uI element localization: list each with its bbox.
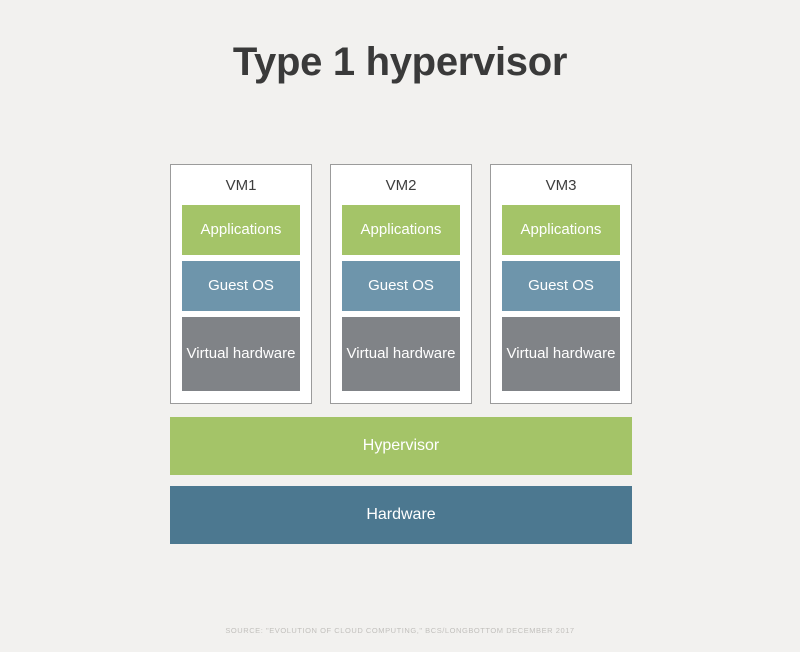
- vm-card-vm3: VM3 Applications Guest OS Virtual hardwa…: [490, 164, 632, 404]
- source-attribution: SOURCE: "EVOLUTION OF CLOUD COMPUTING," …: [225, 626, 575, 635]
- vm-card-vm2: VM2 Applications Guest OS Virtual hardwa…: [330, 164, 472, 404]
- layer-guest-os: Guest OS: [182, 260, 300, 311]
- layer-guest-os: Guest OS: [342, 260, 460, 311]
- layer-guest-os: Guest OS: [502, 260, 620, 311]
- page-title: Type 1 hypervisor: [232, 40, 568, 84]
- vm-card-vm1: VM1 Applications Guest OS Virtual hardwa…: [170, 164, 312, 404]
- vm-card-title: VM2: [385, 177, 417, 194]
- layer-applications: Applications: [342, 204, 460, 255]
- layer-applications: Applications: [502, 204, 620, 255]
- layer-virtual-hardware: Virtual hardware: [182, 316, 300, 391]
- layer-applications: Applications: [182, 204, 300, 255]
- layer-hardware: Hardware: [170, 485, 632, 544]
- vm-row: VM1 Applications Guest OS Virtual hardwa…: [170, 164, 632, 404]
- layer-virtual-hardware: Virtual hardware: [502, 316, 620, 391]
- vm-card-title: VM1: [225, 177, 257, 194]
- vm-card-title: VM3: [545, 177, 577, 194]
- layer-virtual-hardware: Virtual hardware: [342, 316, 460, 391]
- layer-hypervisor: Hypervisor: [170, 416, 632, 475]
- hypervisor-architecture-diagram: VM1 Applications Guest OS Virtual hardwa…: [170, 164, 632, 544]
